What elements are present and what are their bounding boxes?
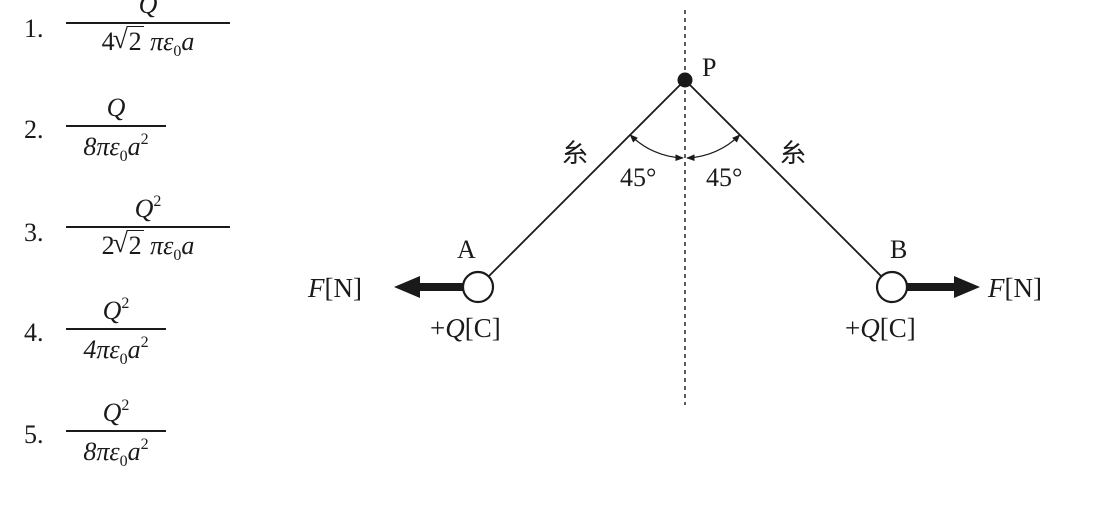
denominator: 22 πε0a <box>66 228 230 264</box>
fraction-bar <box>66 226 230 228</box>
numerator: Q <box>138 0 158 19</box>
option-fraction: Q 8πε0a2 <box>66 95 166 165</box>
angle-arc-right <box>686 134 741 162</box>
option-number: 5. <box>24 420 44 449</box>
force-label-right: F[N] <box>987 273 1042 303</box>
charge-sphere-A <box>461 270 495 304</box>
denominator: 8πε0a2 <box>83 130 149 165</box>
angle-label-right: 45° <box>706 163 742 192</box>
numerator: Q <box>106 93 126 122</box>
denominator: 42 πε0a <box>66 24 230 60</box>
charge-label-right: +Q[C] <box>845 313 916 343</box>
option-number: 4. <box>24 318 44 347</box>
option-number: 2. <box>24 115 44 144</box>
fraction-bar <box>66 125 166 127</box>
option-fraction: Q 42 πε0a <box>66 0 230 60</box>
string-left <box>488 79 686 277</box>
fraction-bar <box>66 430 166 432</box>
charge-sphere-B <box>875 270 909 304</box>
pivot-point <box>677 72 693 88</box>
force-arrow-right-shaft <box>904 283 956 291</box>
option-number: 1. <box>24 14 44 43</box>
option-fraction: Q2 4πε0a2 <box>66 296 166 368</box>
string-label-right: 糸 <box>780 139 806 168</box>
option-fraction: Q2 8πε0a2 <box>66 398 166 470</box>
force-arrow-left-head <box>394 276 420 298</box>
fraction-bar <box>66 22 230 24</box>
force-arrow-left-shaft <box>418 283 466 291</box>
string-label-left: 糸 <box>562 139 588 168</box>
angle-label-left: 45° <box>620 163 656 192</box>
option-number: 3. <box>24 218 44 247</box>
option-fraction: Q2 22 πε0a <box>66 194 230 264</box>
sqrt-sign: 2 <box>113 25 144 56</box>
sqrt-sign: 2 <box>113 229 144 260</box>
angle-arc-left <box>629 134 684 162</box>
fraction-bar <box>66 328 166 330</box>
denominator: 4πε0a2 <box>83 333 149 368</box>
label-B: B <box>890 235 907 264</box>
numerator: Q2 <box>102 295 130 325</box>
string-right <box>684 79 882 277</box>
label-P: P <box>702 53 716 82</box>
denominator: 8πε0a2 <box>83 435 149 470</box>
numerator: Q2 <box>102 397 130 427</box>
label-A: A <box>457 235 476 264</box>
answer-options: 1. Q 42 πε0a 2. Q 8πε0a2 3. Q2 22 πε0a 4… <box>0 0 260 521</box>
force-label-left: F[N] <box>307 273 362 303</box>
force-arrow-right-head <box>954 276 980 298</box>
numerator: Q2 <box>134 193 162 223</box>
charge-label-left: +Q[C] <box>430 313 501 343</box>
